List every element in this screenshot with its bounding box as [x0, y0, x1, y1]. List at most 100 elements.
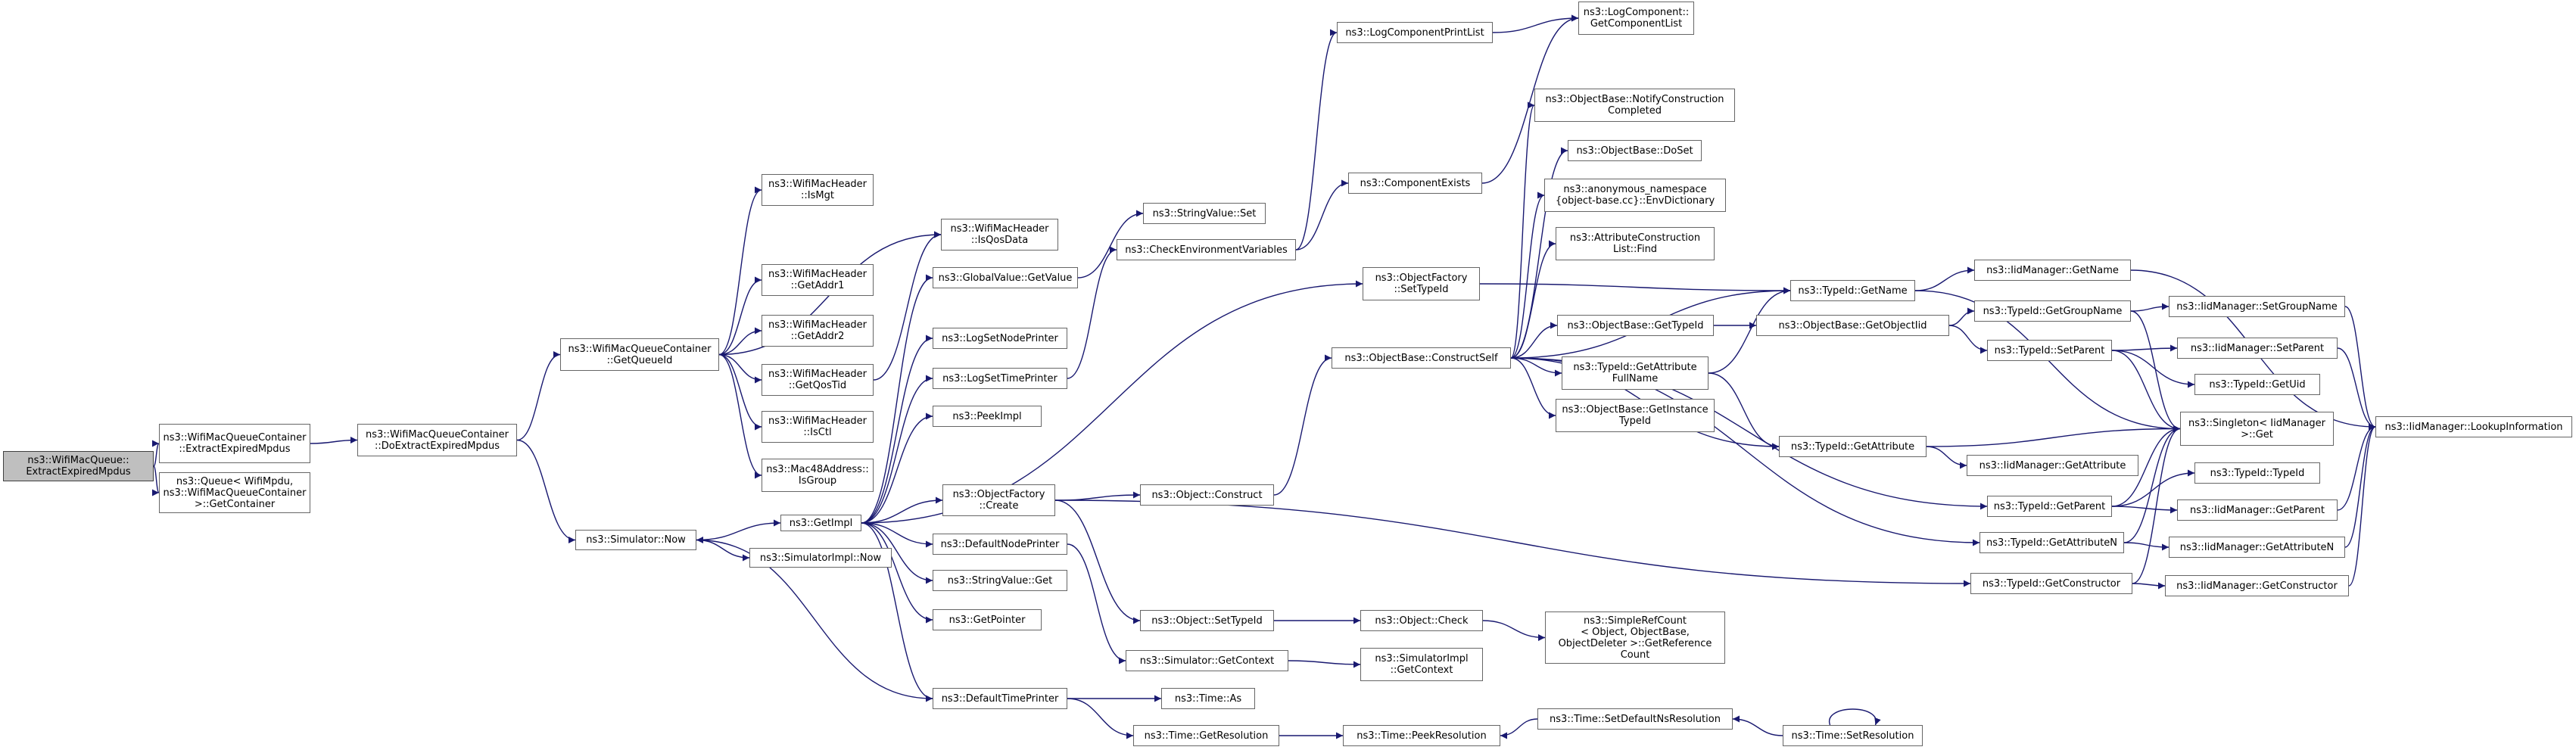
function-node[interactable]: ns3::Time::As — [1161, 688, 1255, 709]
function-node[interactable]: ns3::LogSetNodePrinter — [933, 328, 1067, 349]
function-node[interactable]: ns3::WifiMacHeader::IsQosData — [941, 219, 1058, 251]
node-label-line: ns3::WifiMacQueue:: — [27, 455, 129, 466]
function-node[interactable]: ns3::Simulator::GetContext — [1126, 650, 1288, 671]
node-label-line: ns3::ObjectBase::GetTypeId — [1567, 319, 1704, 331]
function-node[interactable]: ns3::IidManager::GetName — [1974, 260, 2131, 281]
node-label-line: ns3::StringValue::Get — [947, 574, 1053, 587]
function-node[interactable]: ns3::WifiMacQueueContainer::DoExtractExp… — [357, 424, 517, 456]
function-node[interactable]: ns3::WifiMacHeader::GetQosTid — [762, 364, 874, 396]
node-label-line: ::IsMgt — [801, 190, 834, 201]
call-edge — [861, 375, 933, 524]
function-node[interactable]: ns3::GetPointer — [933, 609, 1042, 630]
call-edge — [861, 522, 933, 548]
function-node[interactable]: ns3::Time::SetDefaultNsResolution — [1537, 708, 1733, 730]
function-node[interactable]: ns3::WifiMacQueueContainer::GetQueueId — [560, 338, 719, 371]
function-node[interactable]: ns3::LogSetTimePrinter — [933, 368, 1067, 389]
function-node[interactable]: ns3::IidManager::GetAttribute — [1967, 455, 2138, 476]
call-edge — [2132, 425, 2181, 584]
function-node[interactable]: ns3::ObjectBase::ConstructSelf — [1332, 347, 1511, 369]
function-node[interactable]: ns3::Mac48Address::IsGroup — [762, 459, 874, 492]
function-node[interactable]: ns3::Object::Construct — [1140, 484, 1274, 506]
call-edge — [1510, 191, 1545, 359]
call-edge — [1948, 325, 1988, 354]
call-edge — [1067, 543, 1126, 664]
call-edge — [2111, 506, 2178, 514]
function-node[interactable]: ns3::IidManager::SetParent — [2177, 338, 2338, 359]
function-node[interactable]: ns3::Singleton< IidManager>::Get — [2180, 412, 2334, 446]
node-label-line: ns3::IidManager::GetName — [1986, 264, 2119, 276]
function-node[interactable]: ns3::Object::SetTypeId — [1140, 610, 1274, 631]
function-node[interactable]: ns3::TypeId::GetAttributeN — [1980, 532, 2124, 553]
function-node[interactable]: ns3::TypeId::GetConstructor — [1970, 573, 2132, 594]
function-node[interactable]: ns3::TypeId::GetGroupName — [1974, 300, 2131, 322]
function-node[interactable]: ns3::TypeId::GetAttribute — [1779, 436, 1927, 457]
function-node[interactable]: ns3::SimpleRefCount< Object, ObjectBase,… — [1545, 612, 1725, 664]
function-node[interactable]: ns3::TypeId::TypeId — [2194, 462, 2320, 484]
function-node[interactable]: ns3::TypeId::GetUid — [2194, 374, 2320, 395]
call-edge — [1288, 660, 1361, 668]
function-node[interactable]: ns3::WifiMacHeader::GetAddr1 — [762, 264, 874, 296]
function-node[interactable]: ns3::ObjectBase::DoSet — [1568, 140, 1702, 161]
function-node[interactable]: ns3::anonymous_namespace{object-base.cc}… — [1544, 179, 1726, 212]
function-node[interactable]: ns3::DefaultTimePrinter — [933, 688, 1067, 709]
function-node[interactable]: ns3::Queue< WifiMpdu,ns3::WifiMacQueueCo… — [159, 472, 310, 513]
call-edge — [2111, 350, 2195, 388]
function-node[interactable]: ns3::IidManager::LookupInformation — [2375, 416, 2572, 437]
function-node[interactable]: ns3::ComponentExists — [1348, 173, 1482, 194]
node-label-line: ns3::ObjectFactory — [1375, 272, 1468, 284]
function-node[interactable]: ns3::ObjectBase::GetObjectIid — [1756, 315, 1949, 336]
node-label-line: ns3::WifiMacHeader — [950, 223, 1049, 235]
node-label-line: ns3::GetPointer — [948, 614, 1026, 626]
function-node[interactable]: ns3::IidManager::GetConstructor — [2165, 575, 2349, 596]
node-label-line: List::Find — [1612, 244, 1658, 255]
function-node[interactable]: ns3::SimulatorImpl::GetContext — [1360, 648, 1483, 681]
call-edge — [2344, 423, 2376, 548]
function-node[interactable]: ns3::CheckEnvironmentVariables — [1117, 239, 1296, 260]
call-edge — [861, 274, 933, 524]
function-node[interactable]: ns3::IidManager::GetAttributeN — [2169, 537, 2345, 558]
function-node[interactable]: ns3::TypeId::SetParent — [1987, 340, 2112, 361]
call-edge — [2130, 303, 2170, 312]
function-node[interactable]: ns3::GetImpl — [780, 515, 861, 531]
node-label-line: ns3::TypeId::TypeId — [2210, 467, 2305, 479]
function-node[interactable]: ns3::SimulatorImpl::Now — [749, 548, 892, 568]
function-node[interactable]: ns3::Object::Check — [1360, 610, 1483, 631]
function-node[interactable]: ns3::WifiMacHeader::IsCtl — [762, 411, 874, 443]
function-node[interactable]: ns3::IidManager::SetGroupName — [2169, 296, 2345, 317]
function-node[interactable]: ns3::GlobalValue::GetValue — [933, 267, 1078, 288]
function-node[interactable]: ns3::Time::PeekResolution — [1343, 725, 1500, 746]
function-node[interactable]: ns3::LogComponent::GetComponentList — [1578, 2, 1694, 35]
function-node[interactable]: ns3::LogComponentPrintList — [1337, 22, 1493, 43]
function-node[interactable]: ns3::ObjectFactory::Create — [942, 484, 1055, 516]
function-node[interactable]: ns3::DefaultNodePrinter — [933, 534, 1067, 555]
call-edge — [718, 353, 762, 431]
function-node[interactable]: ns3::ObjectFactory::SetTypeId — [1363, 267, 1480, 300]
node-label-line: Count — [1620, 649, 1650, 661]
function-node[interactable]: ns3::WifiMacHeader::GetAddr2 — [762, 315, 874, 347]
function-node[interactable]: ns3::Simulator::Now — [575, 530, 696, 550]
function-node[interactable]: ns3::StringValue::Get — [933, 570, 1067, 591]
node-label-line: ns3::WifiMacHeader — [768, 319, 867, 331]
node-label-line: ns3::TypeId::GetAttributeN — [1986, 537, 2118, 549]
node-label-line: ns3::PeekImpl — [952, 410, 1022, 422]
function-node[interactable]: ns3::WifiMacHeader::IsMgt — [762, 174, 874, 206]
function-node[interactable]: ns3::IidManager::GetParent — [2177, 499, 2338, 521]
function-node[interactable]: ns3::ObjectBase::GetTypeId — [1557, 315, 1714, 336]
function-node[interactable]: ns3::WifiMacQueueContainer::ExtractExpir… — [159, 424, 310, 463]
node-label-line: ObjectDeleter >::GetReference — [1558, 637, 1712, 649]
function-node[interactable]: ns3::TypeId::GetParent — [1987, 496, 2112, 517]
node-label-line: ExtractExpiredMpdus — [26, 466, 131, 478]
call-edge — [1067, 246, 1117, 379]
function-node[interactable]: ns3::PeekImpl — [933, 406, 1042, 427]
call-edge — [861, 522, 933, 624]
function-node[interactable]: ns3::Time::GetResolution — [1133, 725, 1279, 746]
node-label-line: ns3::CheckEnvironmentVariables — [1125, 244, 1288, 256]
node-label-line: ns3::GlobalValue::GetValue — [938, 272, 1073, 284]
function-node[interactable]: ns3::StringValue::Set — [1143, 203, 1266, 224]
function-node[interactable]: ns3::Time::SetResolution — [1783, 725, 1923, 746]
function-node[interactable]: ns3::TypeId::GetName — [1790, 280, 1915, 301]
